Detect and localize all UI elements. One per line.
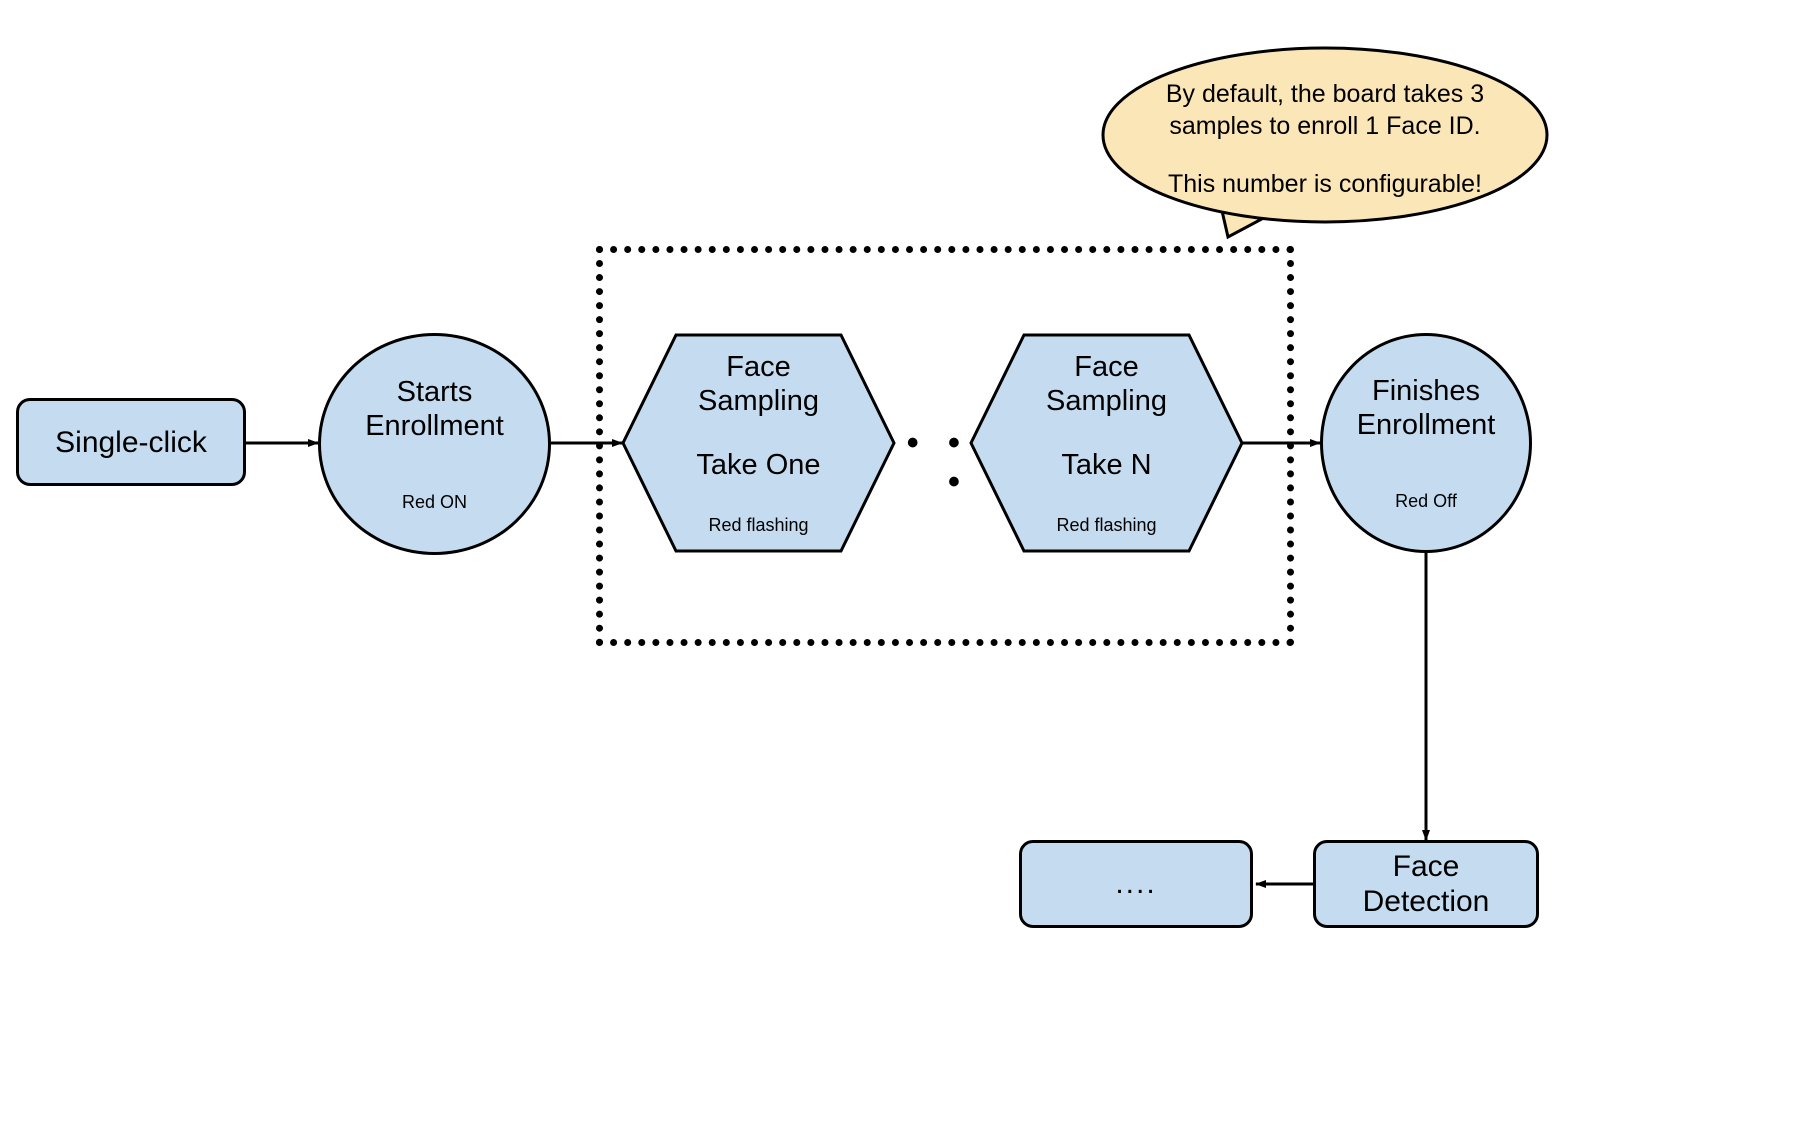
face-sampling-one-line-2: Sampling <box>698 385 819 417</box>
callout-line-2: samples to enroll 1 Face ID. <box>1169 112 1481 140</box>
node-starts-enrollment[interactable]: Starts Enrollment Red ON <box>318 333 551 555</box>
face-sampling-one-take: Take One <box>696 449 821 481</box>
face-sampling-n-line-1: Face <box>1074 351 1139 383</box>
node-finishes-enrollment[interactable]: Finishes Enrollment Red Off <box>1320 333 1532 553</box>
callout-bubble <box>1101 46 1549 224</box>
more-label: .... <box>1115 867 1157 900</box>
face-sampling-n-line-2: Sampling <box>1046 385 1167 417</box>
node-face-detection[interactable]: Face Detection <box>1313 840 1539 928</box>
finishes-enrollment-line-2: Enrollment <box>1356 409 1496 441</box>
sampling-group-box <box>596 246 1294 646</box>
face-sampling-one-line-1: Face <box>726 351 791 383</box>
face-sampling-n-labels: Face Sampling Take N Red flashing <box>968 332 1245 554</box>
finishes-enrollment-status: Red Off <box>1395 491 1457 511</box>
face-detection-line-2: Detection <box>1362 885 1490 918</box>
face-sampling-one-status: Red flashing <box>708 515 809 535</box>
node-single-click[interactable]: Single-click <box>16 398 246 486</box>
face-sampling-one-labels: Face Sampling Take One Red flashing <box>620 332 897 554</box>
starts-enrollment-line-1: Starts <box>396 376 473 408</box>
face-sampling-n-take: Take N <box>1061 449 1152 481</box>
face-detection-line-1: Face <box>1392 850 1460 883</box>
finishes-enrollment-line-1: Finishes <box>1372 375 1480 407</box>
callout-line-3: This number is configurable! <box>1167 170 1483 198</box>
callout-line-1: By default, the board takes 3 <box>1165 80 1485 108</box>
face-sampling-n-status: Red flashing <box>1056 515 1157 535</box>
single-click-label: Single-click <box>55 425 207 459</box>
hexagon-shape-one <box>621 333 896 553</box>
node-more[interactable]: .... <box>1019 840 1253 928</box>
node-face-sampling-take-n[interactable]: Face Sampling Take N Red flashing <box>968 332 1245 554</box>
hexagon-shape-n <box>969 333 1244 553</box>
starts-enrollment-line-2: Enrollment <box>365 410 504 442</box>
starts-enrollment-status: Red ON <box>401 492 468 512</box>
callout-spacer <box>1100 142 1550 168</box>
callout-text: By default, the board takes 3 samples to… <box>1100 78 1550 200</box>
node-face-sampling-take-one[interactable]: Face Sampling Take One Red flashing <box>620 332 897 554</box>
